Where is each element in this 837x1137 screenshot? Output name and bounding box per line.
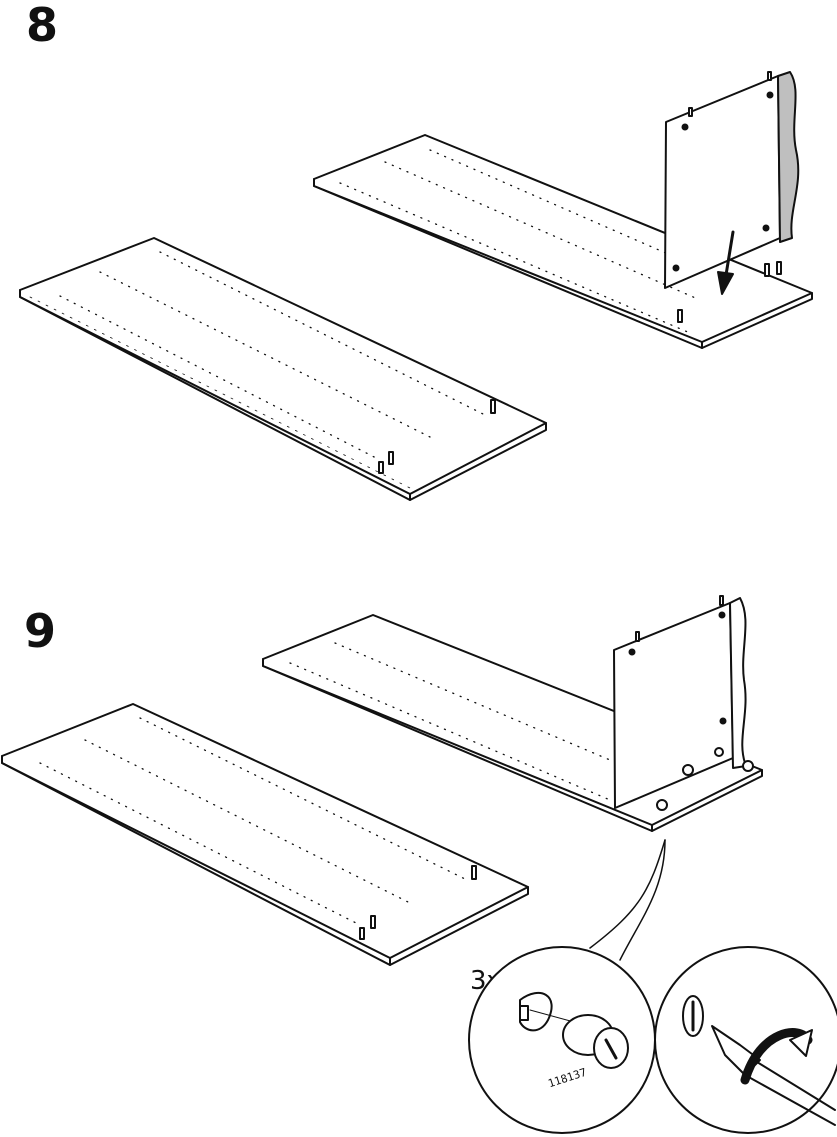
step9-left-panel: [2, 704, 528, 965]
step9-right-panel: [263, 596, 762, 831]
step8-left-panel: [20, 238, 546, 500]
detail-cam-lock: [469, 947, 655, 1133]
step8-right-panel: [314, 72, 812, 348]
detail-screwdriver: [655, 947, 837, 1133]
